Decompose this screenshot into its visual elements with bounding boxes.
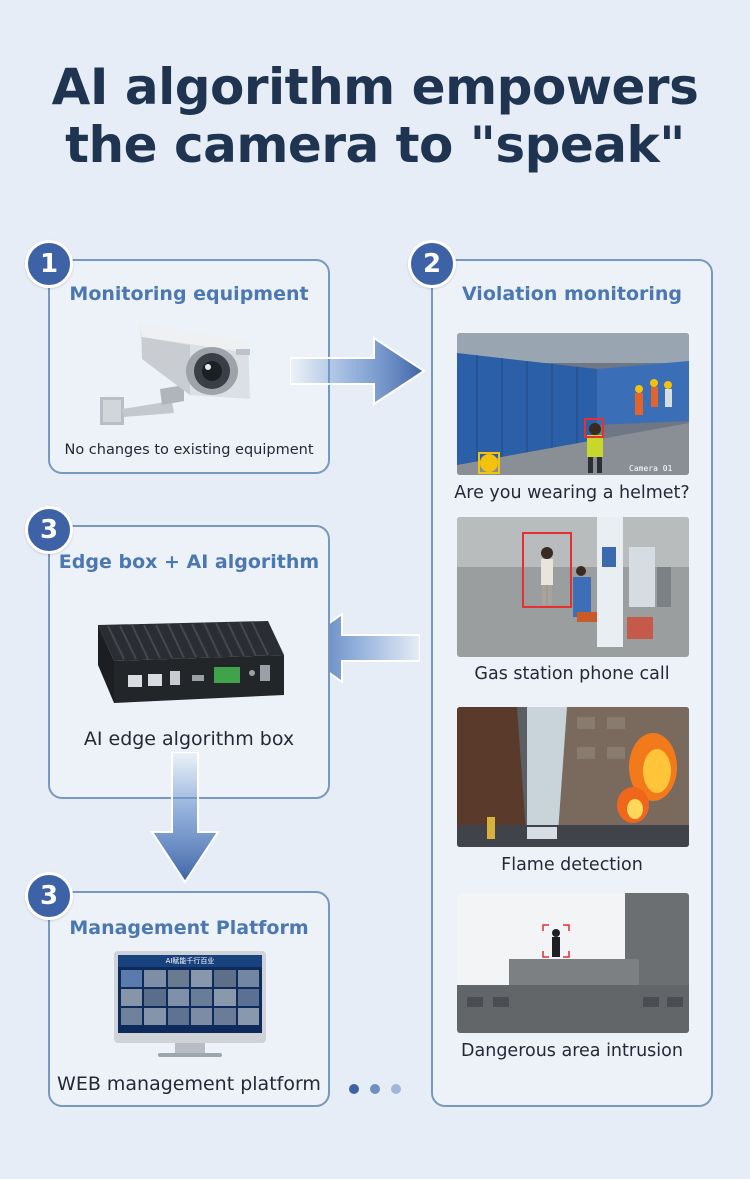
camera-overlay-label: Camera 01 bbox=[629, 464, 673, 473]
camera-image bbox=[100, 319, 260, 433]
card-title: Edge box + AI algorithm bbox=[58, 551, 320, 573]
photo-caption-gas-station: Gas station phone call bbox=[474, 664, 670, 684]
gas-station-photo bbox=[457, 517, 689, 657]
headline-line-1: AI algorithm empowers bbox=[51, 58, 699, 116]
carousel-dot[interactable] bbox=[348, 1084, 359, 1094]
arrow-down-icon bbox=[150, 751, 220, 888]
edge-box-image bbox=[88, 615, 288, 719]
card-title: Violation monitoring bbox=[461, 283, 683, 305]
card-title: Monitoring equipment bbox=[69, 283, 309, 305]
step-badge-3: 3 bbox=[25, 506, 73, 554]
card-caption: WEB management platform bbox=[57, 1073, 321, 1095]
card-caption: No changes to existing equipment bbox=[64, 442, 314, 458]
photo-caption-helmet: Are you wearing a helmet? bbox=[454, 483, 690, 503]
flame-detection-photo bbox=[457, 707, 689, 847]
page-headline: AI algorithm empowers the camera to "spe… bbox=[0, 58, 750, 174]
carousel-dot[interactable] bbox=[391, 1084, 402, 1094]
platform-screen: AI赋能千行百业 bbox=[118, 955, 262, 1033]
photo-caption-intrusion: Dangerous area intrusion bbox=[461, 1041, 683, 1061]
card-violation-monitoring: Violation monitoring bbox=[431, 259, 713, 1107]
step-badge-4: 3 bbox=[25, 872, 73, 920]
headline-line-2: the camera to "speak" bbox=[65, 116, 685, 174]
card-caption: AI edge algorithm box bbox=[83, 728, 295, 750]
screen-title: AI赋能千行百业 bbox=[118, 955, 262, 967]
intrusion-detection-photo bbox=[457, 893, 689, 1033]
photo-caption-flame: Flame detection bbox=[501, 855, 643, 875]
arrow-right-icon bbox=[289, 336, 426, 410]
monitor-image: AI赋能千行百业 bbox=[114, 951, 266, 1057]
card-monitoring-equipment: Monitoring equipment No changes to exist… bbox=[48, 259, 330, 474]
helmet-detection-photo: Camera 01 bbox=[457, 333, 689, 475]
card-title: Management Platform bbox=[69, 917, 309, 939]
carousel-dots bbox=[0, 1079, 750, 1098]
video-tile-grid bbox=[118, 967, 262, 1028]
step-badge-1: 1 bbox=[25, 240, 73, 288]
card-management-platform: Management Platform AI赋能千行百业 WEB bbox=[48, 891, 330, 1107]
carousel-dot[interactable] bbox=[370, 1084, 380, 1094]
step-badge-2: 2 bbox=[408, 240, 456, 288]
